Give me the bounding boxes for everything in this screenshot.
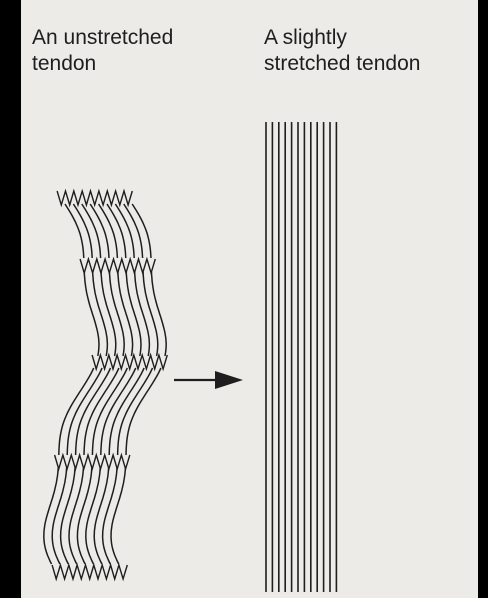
fiber-junction-zigzag [52,565,127,579]
crimped-fiber [65,204,84,258]
unstretched-tendon [44,191,168,579]
diagram-panel: An unstretched tendon A slightly stretch… [21,0,478,598]
crimped-fiber [110,272,125,356]
crimped-fiber [118,272,133,356]
crimped-fiber [84,272,99,356]
crimped-fiber [111,468,125,564]
tendon-diagram [21,0,478,598]
crimped-fiber [101,272,116,356]
crimped-fiber [143,272,158,356]
right-arrow-icon [174,371,243,389]
crimped-fiber [152,272,167,356]
crimped-fiber [126,272,141,356]
fiber-junction-zigzag [92,355,167,369]
crimped-fiber [126,368,161,455]
crimped-fiber [93,272,108,356]
fiber-junction-zigzag [80,259,155,273]
stretched-tendon [266,122,336,592]
fiber-junction-zigzag [55,455,130,469]
fiber-junction-zigzag [57,191,132,205]
crimped-fiber [135,272,150,356]
